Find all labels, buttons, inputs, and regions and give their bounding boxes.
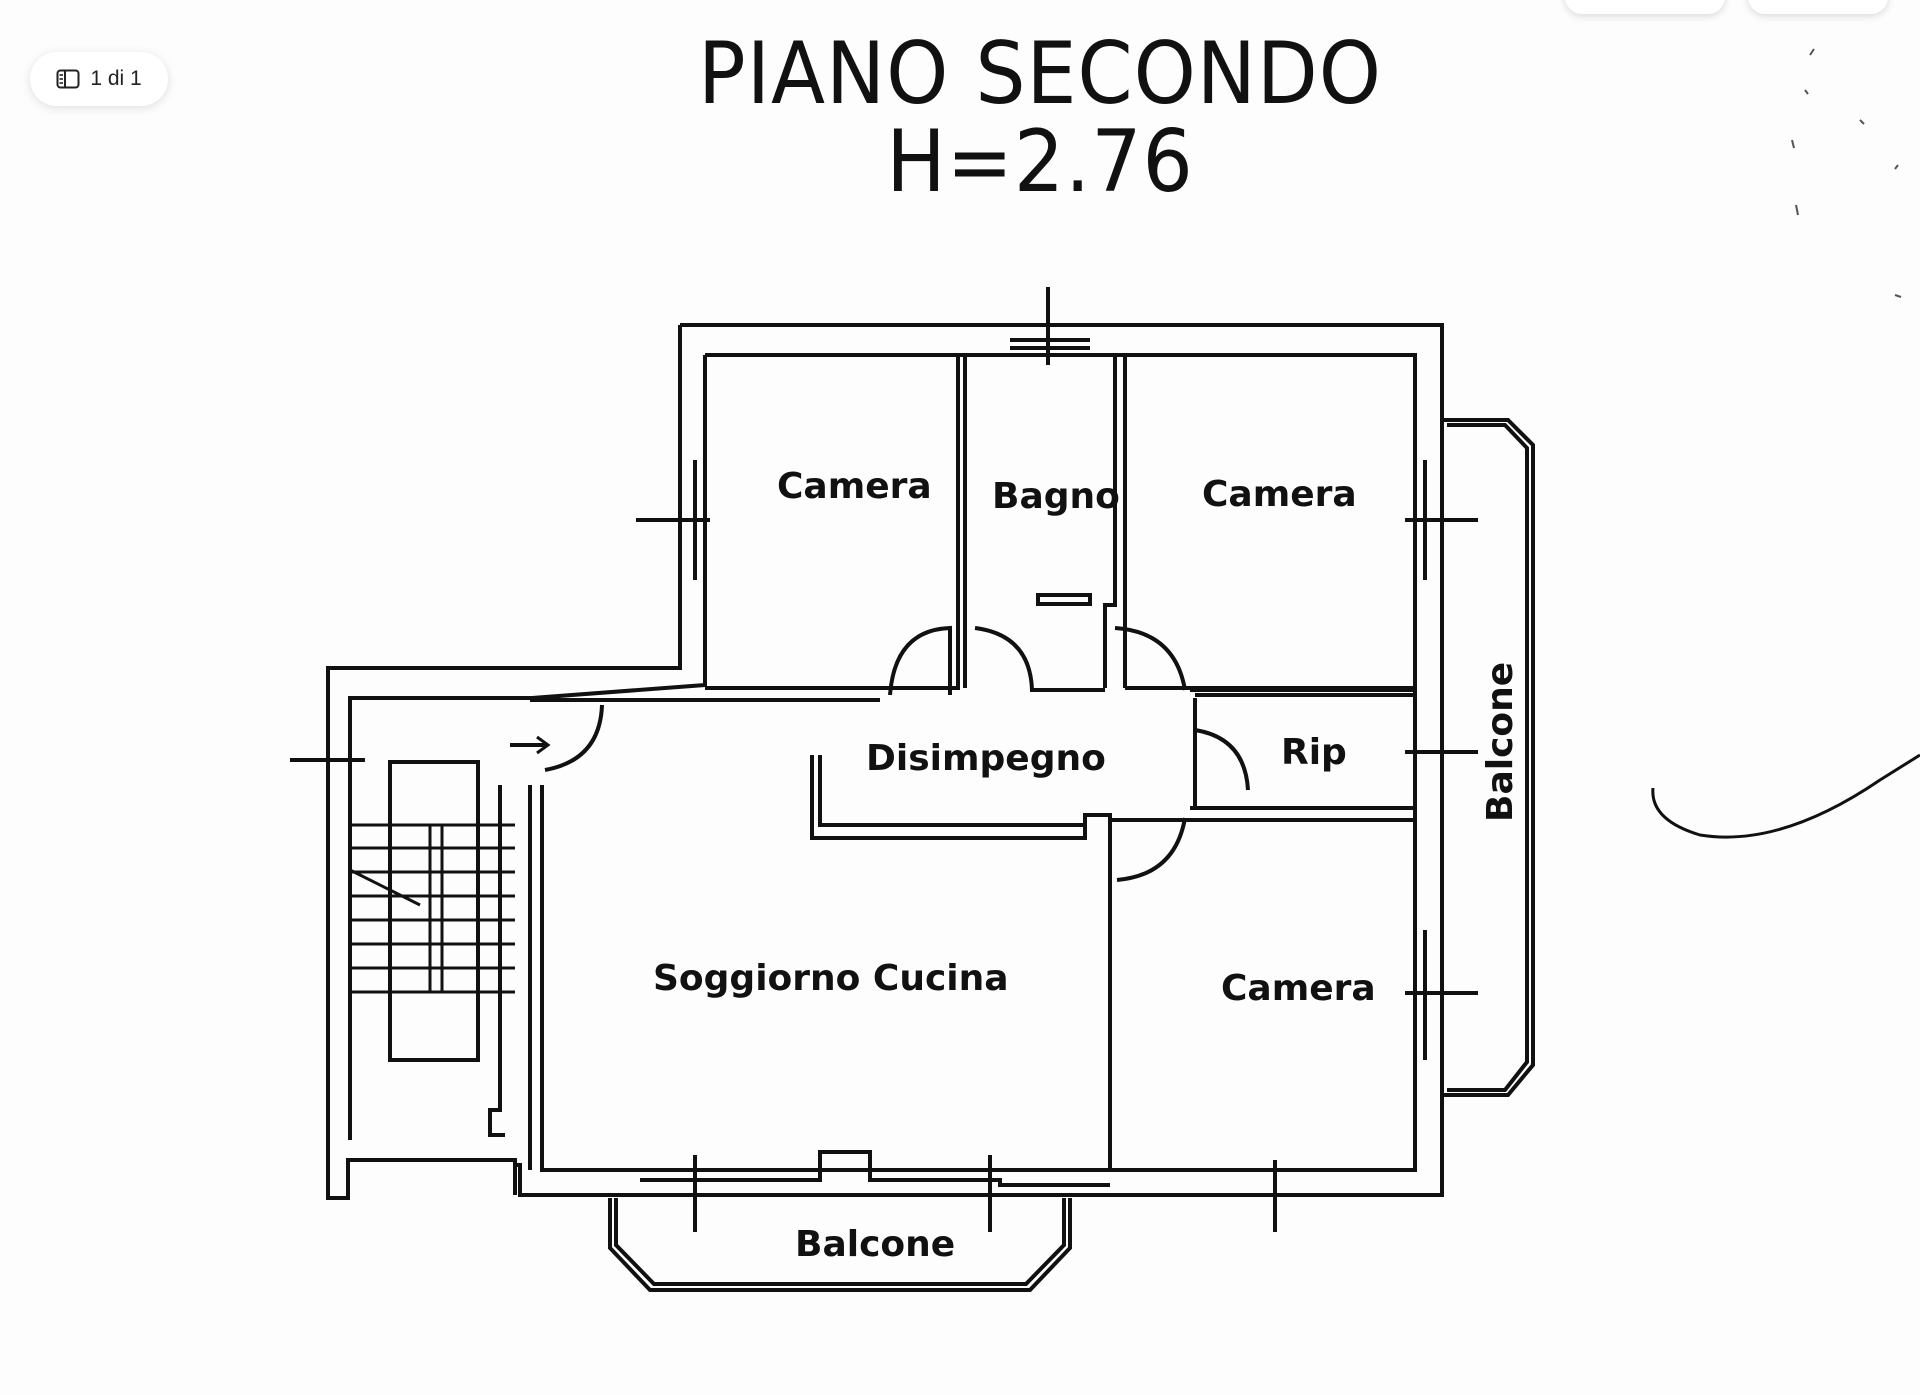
wall xyxy=(1190,698,1197,810)
wall xyxy=(640,1150,1110,1187)
room-label-balcone-right: Balcone xyxy=(1480,662,1521,822)
room-label-disimpegno: Disimpegno xyxy=(866,738,1106,779)
toolbar-button[interactable] xyxy=(1748,0,1888,14)
wall xyxy=(818,755,1085,827)
wall xyxy=(530,688,1415,702)
stair-outline xyxy=(388,760,480,1062)
wall xyxy=(705,353,960,690)
wall xyxy=(1125,353,1417,690)
door-swing xyxy=(974,626,1034,691)
door-swing xyxy=(888,625,952,696)
room-label-balcone-bottom: Balcone xyxy=(795,1224,955,1265)
wall xyxy=(1036,593,1092,606)
annotation-dots xyxy=(1791,48,1902,298)
balcony-outline xyxy=(1442,418,1535,1097)
room-label-rip: Rip xyxy=(1281,732,1347,773)
window-mark xyxy=(290,518,1478,995)
window-mark xyxy=(693,1155,1277,1232)
wall xyxy=(528,785,544,1170)
window-mark xyxy=(693,460,1427,1060)
sidebar-panel-icon xyxy=(56,69,80,89)
outer-wall xyxy=(515,323,1444,1197)
balcony-outline xyxy=(608,1198,1072,1292)
outer-wall-inner xyxy=(348,355,707,1140)
room-label-bagno: Bagno xyxy=(992,476,1120,517)
stair-treads xyxy=(349,823,515,994)
plan-height-note: H=2.76 xyxy=(886,112,1194,212)
door-swing xyxy=(1114,626,1187,691)
window-mark xyxy=(1010,287,1090,365)
door-swing xyxy=(544,704,604,772)
entry-arrow-icon xyxy=(513,735,551,755)
balcony-outline xyxy=(614,1198,1066,1286)
annotation-curve xyxy=(1651,753,1920,839)
door-swing xyxy=(1194,728,1250,791)
page-indicator[interactable]: 1 di 1 xyxy=(30,52,168,106)
room-label-camera-bottom-right: Camera xyxy=(1221,968,1376,1009)
page-indicator-label: 1 di 1 xyxy=(90,67,142,90)
balcony-outline xyxy=(1447,423,1529,1092)
room-label-soggiorno-cucina: Soggiorno Cucina xyxy=(653,958,1009,999)
plan-title: PIANO SECONDO xyxy=(698,24,1382,124)
wall xyxy=(1103,355,1117,688)
room-label-camera-top-left: Camera xyxy=(777,466,932,507)
wall xyxy=(488,785,505,1137)
door-swing xyxy=(1116,817,1187,882)
outer-wall xyxy=(326,325,682,1200)
toolbar-button[interactable] xyxy=(1565,0,1725,14)
room-label-camera-top-right: Camera xyxy=(1202,474,1357,515)
